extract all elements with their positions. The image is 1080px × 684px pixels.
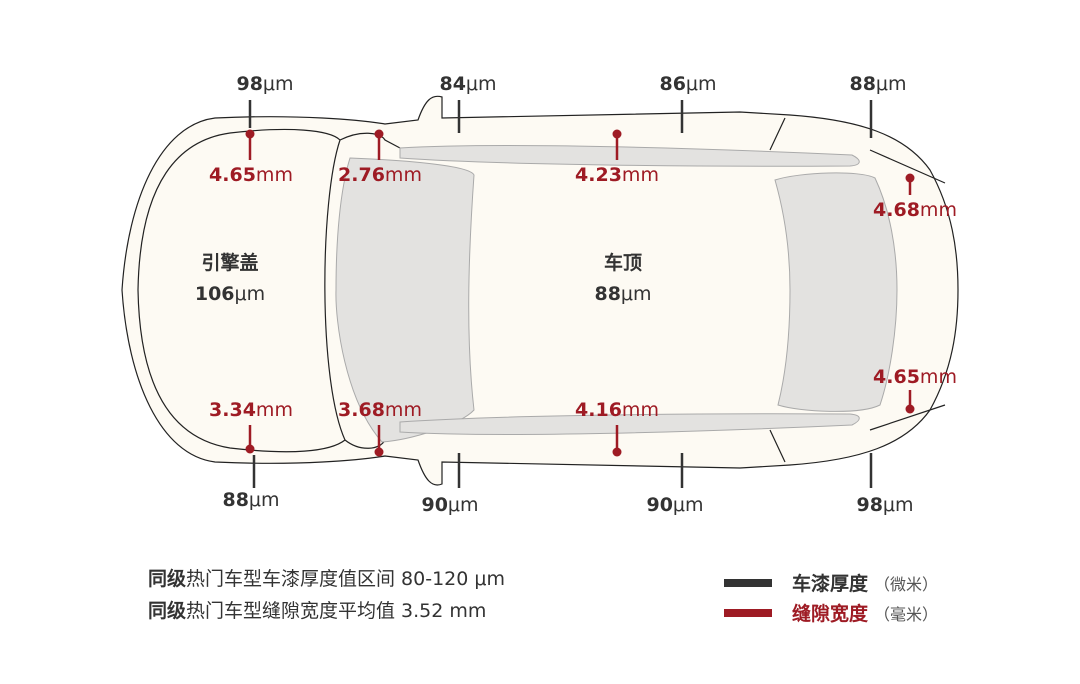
paint-thickness-label: 88μm [849, 73, 906, 95]
legend-label: 车漆厚度 [792, 573, 869, 595]
hood-label: 引擎盖 106μm [195, 248, 265, 310]
note-bold: 同级 [148, 568, 187, 590]
value: 98 [856, 494, 883, 516]
gap-marker-dot [245, 129, 255, 139]
gap-marker-dot [905, 173, 915, 183]
gap-width-label: 2.76mm [338, 164, 422, 186]
roof-label: 车顶 88μm [594, 248, 651, 310]
paint-thickness-label: 98μm [236, 73, 293, 95]
gap-width-label: 4.68mm [873, 199, 957, 221]
roof-rail-right [399, 413, 860, 435]
rear-pillar-lines [769, 117, 946, 463]
legend-label: 缝隙宽度 [792, 603, 869, 625]
note-bold: 同级 [148, 600, 187, 622]
legend-gap: 缝隙宽度 （毫米） [724, 599, 938, 626]
hood-outline [137, 128, 346, 453]
gap-width-label: 3.34mm [209, 399, 293, 421]
value: 3.34 [209, 399, 256, 421]
gap-marker-dot [374, 447, 384, 457]
legend-swatch-gap [724, 608, 772, 617]
unit: μm [262, 73, 294, 95]
paint-thickness-label: 90μm [421, 494, 478, 516]
legend-paint: 车漆厚度 （微米） [724, 569, 938, 596]
value: 4.65 [209, 164, 256, 186]
paint-range-note: 同级热门车型车漆厚度值区间 80-120 μm [148, 564, 505, 591]
value: 4.23 [575, 164, 622, 186]
value: 90 [421, 494, 448, 516]
legend-unit: （毫米） [874, 604, 939, 624]
gap-width-label: 4.16mm [575, 399, 659, 421]
note-text: 热门车型缝隙宽度平均值 3.52 mm [186, 600, 487, 622]
gap-width-label: 4.65mm [873, 366, 957, 388]
value: 84 [439, 73, 466, 95]
gap-average-note: 同级热门车型缝隙宽度平均值 3.52 mm [148, 596, 486, 623]
hood-paint-value: 106 [194, 283, 235, 305]
gap-width-label: 4.65mm [209, 164, 293, 186]
unit: mm [255, 399, 293, 421]
value: 98 [236, 73, 263, 95]
legend-unit: （微米） [874, 574, 939, 594]
roof-rail-left [399, 145, 860, 167]
value: 88 [222, 489, 249, 511]
unit: μm [685, 73, 717, 95]
unit: μm [447, 494, 479, 516]
paint-thickness-label: 88μm [222, 489, 279, 511]
paint-thickness-label: 86μm [659, 73, 716, 95]
value: 4.68 [873, 199, 920, 221]
unit: mm [384, 164, 422, 186]
unit: mm [621, 164, 659, 186]
value: 4.65 [873, 366, 920, 388]
gap-width-label: 3.68mm [338, 399, 422, 421]
gap-width-label: 4.23mm [575, 164, 659, 186]
paint-thickness-label: 84μm [439, 73, 496, 95]
value: 4.16 [575, 399, 622, 421]
unit: μm [882, 494, 914, 516]
rear-window [774, 172, 898, 412]
gap-marker-dot [245, 444, 255, 454]
unit: mm [255, 164, 293, 186]
gap-marker-dot [374, 129, 384, 139]
roof-name: 车顶 [603, 252, 642, 274]
paint-thickness-label: 98μm [856, 494, 913, 516]
unit: mm [384, 399, 422, 421]
unit: μm [234, 283, 266, 305]
value: 3.68 [338, 399, 385, 421]
legend-swatch-paint [724, 578, 772, 587]
unit: μm [672, 494, 704, 516]
value: 88 [849, 73, 876, 95]
value: 86 [659, 73, 686, 95]
unit: μm [620, 283, 652, 305]
unit: μm [248, 489, 280, 511]
note-text: 热门车型车漆厚度值区间 80-120 μm [186, 568, 505, 590]
gap-marker-dot [612, 447, 622, 457]
unit: mm [621, 399, 659, 421]
gap-marker-dot [612, 129, 622, 139]
unit: μm [465, 73, 497, 95]
roof-paint-value: 88 [594, 283, 621, 305]
gap-marker-dot [905, 404, 915, 414]
unit: mm [919, 366, 957, 388]
value: 2.76 [338, 164, 385, 186]
value: 90 [646, 494, 673, 516]
unit: mm [919, 199, 957, 221]
paint-thickness-label: 90μm [646, 494, 703, 516]
hood-name: 引擎盖 [201, 252, 259, 274]
unit: μm [875, 73, 907, 95]
